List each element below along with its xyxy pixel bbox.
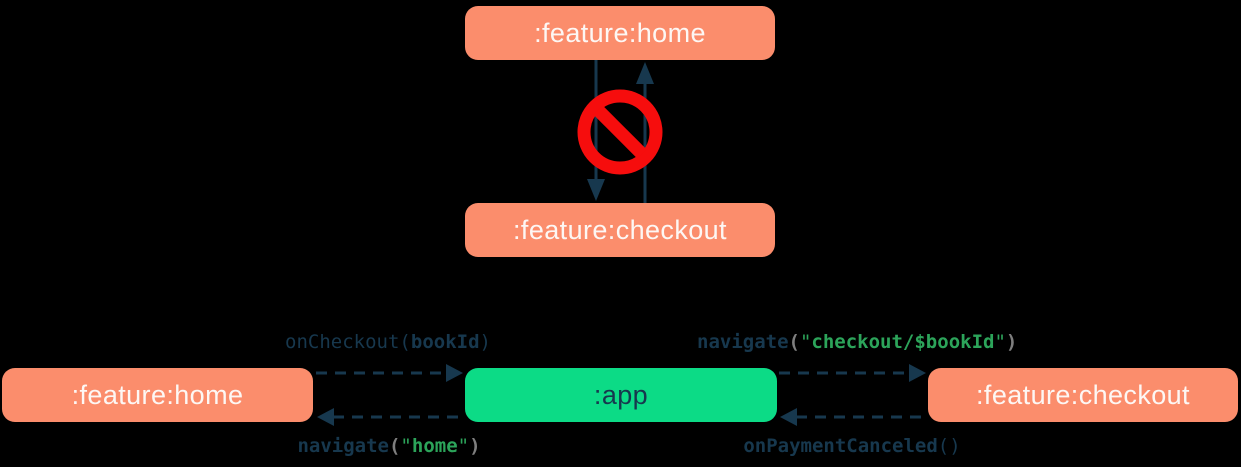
no-entry-icon <box>577 89 663 175</box>
code-label-navigate-home: navigate("home") <box>229 434 549 458</box>
quote-open: " <box>799 331 812 353</box>
arrow-checkout-to-home <box>636 62 654 203</box>
arrow-app-to-home <box>317 408 463 426</box>
module-label: :feature:home <box>534 17 706 48</box>
module-label: :feature:checkout <box>976 379 1190 410</box>
module-box-feature-home-bottom: :feature:home <box>2 368 313 422</box>
paren-close: ) <box>1005 331 1018 353</box>
arrowhead-left <box>780 408 797 426</box>
paren-open: ( <box>388 435 401 457</box>
string-arg: home <box>411 435 458 457</box>
arrowhead-down <box>587 179 605 201</box>
quote-open: " <box>400 435 412 457</box>
paren-open: ( <box>788 331 800 353</box>
paren-close: ) <box>469 435 481 457</box>
paren-close: ) <box>479 331 491 353</box>
parens: () <box>937 435 961 457</box>
arrow-app-to-checkout <box>779 364 926 382</box>
paren-open: ( <box>399 331 411 353</box>
module-box-feature-home-top: :feature:home <box>465 6 775 60</box>
arrow-checkout-to-app <box>780 408 926 426</box>
module-label: :app <box>593 379 649 410</box>
code-label-onpaymentcanceled: onPaymentCanceled() <box>692 434 1012 458</box>
function-name: onCheckout <box>285 331 400 353</box>
arrowhead-right <box>446 364 463 382</box>
quote-close: " <box>994 331 1006 353</box>
function-name: navigate <box>297 435 389 457</box>
module-box-app: :app <box>465 368 777 422</box>
argument: bookId <box>410 331 480 353</box>
function-name: onPaymentCanceled <box>743 435 938 457</box>
module-label: :feature:checkout <box>513 214 727 245</box>
string-arg: checkout/$bookId <box>811 331 995 353</box>
module-label: :feature:home <box>71 379 244 410</box>
arrow-home-to-checkout <box>587 60 605 201</box>
module-box-feature-checkout-bottom: :feature:checkout <box>928 368 1238 422</box>
code-label-oncheckout: onCheckout(bookId) <box>228 330 548 354</box>
module-box-feature-checkout-top: :feature:checkout <box>465 203 775 257</box>
arrow-home-to-app <box>316 364 463 382</box>
arrowhead-up <box>636 62 654 84</box>
quote-close: " <box>457 435 470 457</box>
function-name: navigate <box>697 331 789 353</box>
code-label-navigate-checkout: navigate("checkout/$bookId") <box>697 330 1017 354</box>
arrowhead-right <box>909 364 926 382</box>
no-entry-ring <box>577 89 663 175</box>
arrowhead-left <box>317 408 334 426</box>
no-entry-slash <box>593 105 647 159</box>
